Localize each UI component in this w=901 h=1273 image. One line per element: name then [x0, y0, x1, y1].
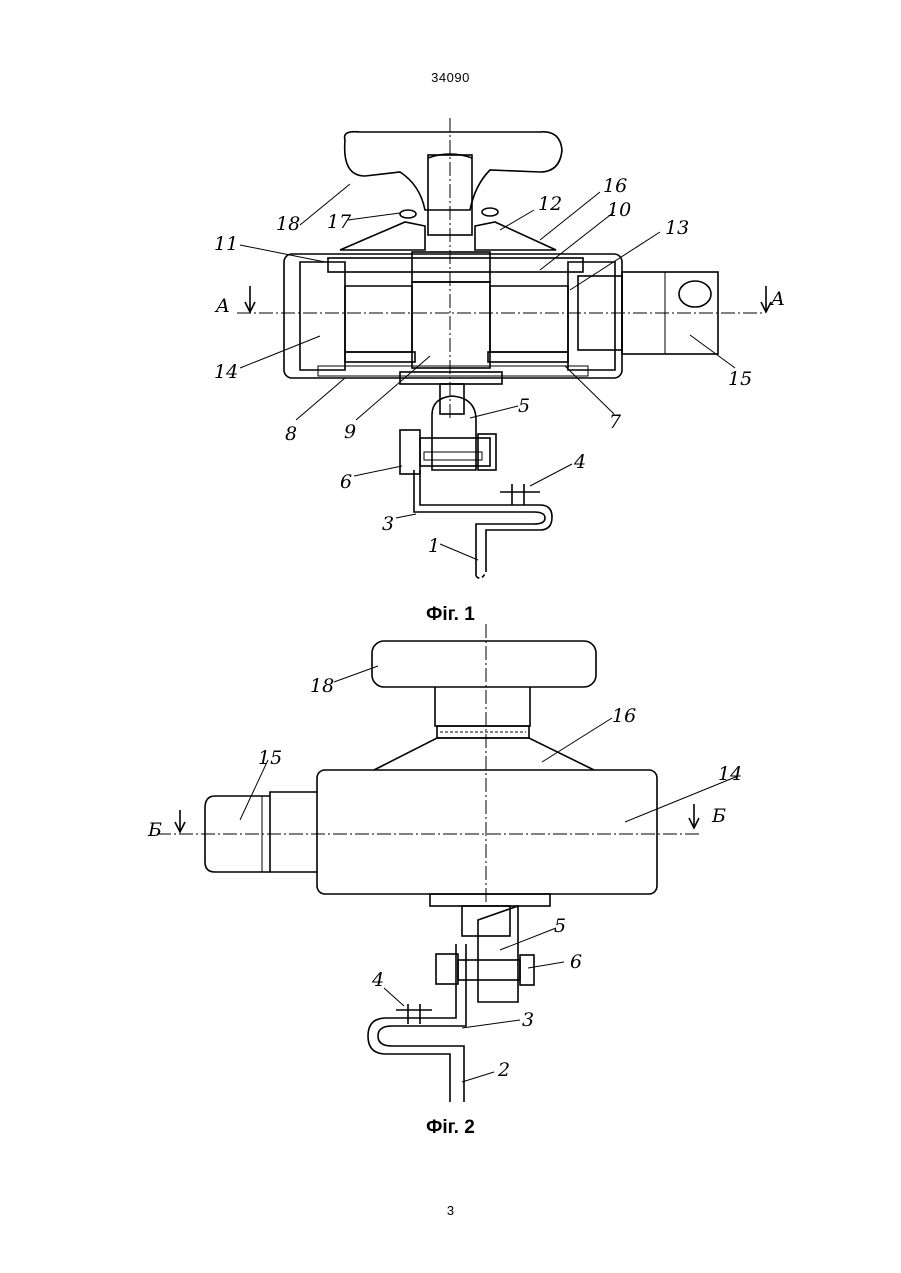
label-a-right: A — [769, 288, 785, 310]
screw-4-view — [396, 1004, 432, 1024]
label-18: 18 — [276, 213, 300, 235]
label-5-view: 5 — [554, 915, 566, 937]
leader-lines-figure-2 — [240, 666, 738, 1082]
label-5: 5 — [518, 395, 530, 417]
label-2-view: 2 — [497, 1059, 510, 1081]
label-15: 15 — [728, 368, 752, 390]
label-16: 16 — [603, 175, 627, 197]
knob-18 — [345, 132, 562, 235]
part-5 — [432, 384, 476, 470]
label-14-view: 14 — [718, 763, 742, 785]
label-18-view: 18 — [310, 675, 334, 697]
label-a-left: A — [214, 295, 230, 317]
handle-15-view — [205, 792, 317, 872]
cone-16-right — [475, 222, 556, 250]
figure-2-drawing: 18 16 15 14 Б Б 5 6 4 3 2 — [147, 624, 742, 1102]
screw-4 — [500, 484, 540, 505]
label-4: 4 — [573, 451, 586, 473]
label-12: 12 — [538, 193, 562, 215]
label-b-right: Б — [711, 805, 726, 827]
bolt-6 — [400, 430, 496, 474]
label-13: 13 — [665, 217, 689, 239]
figure-2-caption: Фіг. 2 — [0, 1117, 901, 1139]
knob-18-view — [372, 641, 596, 687]
bracket-3 — [414, 470, 552, 578]
label-6: 6 — [340, 471, 352, 493]
bracket-3-view — [368, 944, 466, 1102]
spring-12 — [482, 208, 498, 216]
bolt-6-view — [436, 954, 534, 985]
label-7: 7 — [609, 411, 622, 433]
label-4-view: 4 — [371, 969, 384, 991]
label-8: 8 — [285, 423, 297, 445]
figure-1-drawing: 18 17 12 16 10 11 13 A A 14 15 8 9 7 5 6… — [214, 118, 785, 578]
label-14: 14 — [214, 361, 238, 383]
part-5-view — [478, 906, 518, 1002]
label-3-view: 3 — [522, 1009, 534, 1031]
label-9: 9 — [344, 421, 356, 443]
cone-16-view — [374, 738, 594, 770]
housing-14-view — [317, 770, 657, 894]
label-b-left: Б — [147, 819, 162, 841]
label-1: 1 — [428, 535, 440, 557]
label-10: 10 — [607, 199, 631, 221]
label-16-view: 16 — [612, 705, 636, 727]
label-6-view: 6 — [570, 951, 582, 973]
label-11: 11 — [214, 233, 238, 255]
label-3: 3 — [382, 513, 394, 535]
cone-16-left — [340, 222, 425, 250]
spring-17 — [400, 210, 416, 218]
label-15-view: 15 — [258, 747, 282, 769]
housing-14 — [284, 252, 622, 384]
page-number: 3 — [0, 1203, 901, 1218]
label-17: 17 — [327, 211, 352, 233]
figure-1-caption: Фіг. 1 — [0, 604, 901, 626]
